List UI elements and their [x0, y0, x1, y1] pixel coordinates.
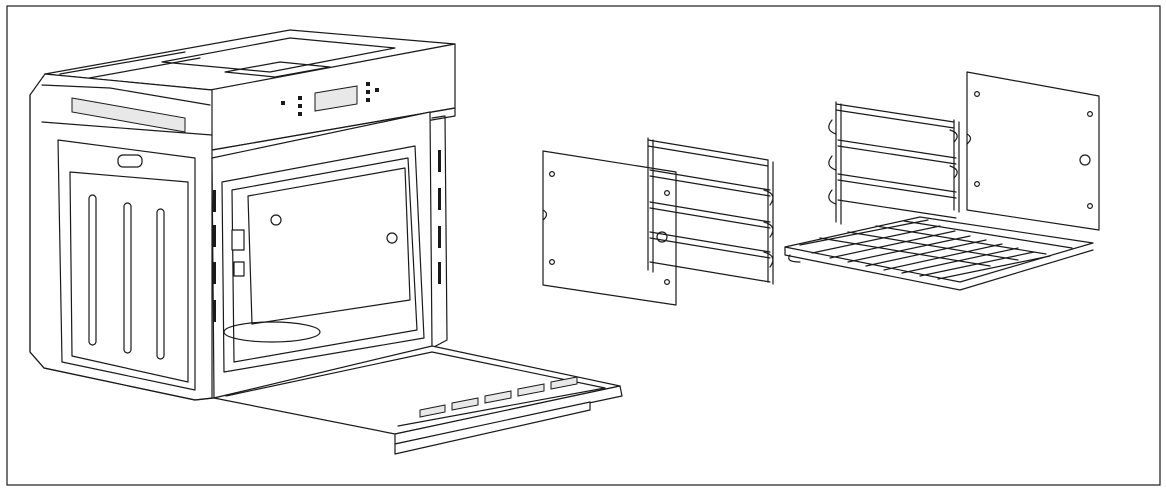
oven-body — [29, 29, 623, 455]
side-panel-left — [542, 150, 677, 306]
vent-grille-icon — [71, 97, 186, 133]
shelf-support-right — [828, 101, 960, 225]
control-buttons-icon — [281, 82, 379, 116]
display-icon — [314, 85, 358, 112]
door-vent-icon — [419, 376, 578, 418]
oven-cavity — [221, 145, 425, 373]
shelf-support-left — [647, 137, 774, 285]
side-panel-right — [966, 71, 1100, 231]
figure-frame — [6, 5, 1161, 486]
wire-rack — [784, 216, 1094, 291]
